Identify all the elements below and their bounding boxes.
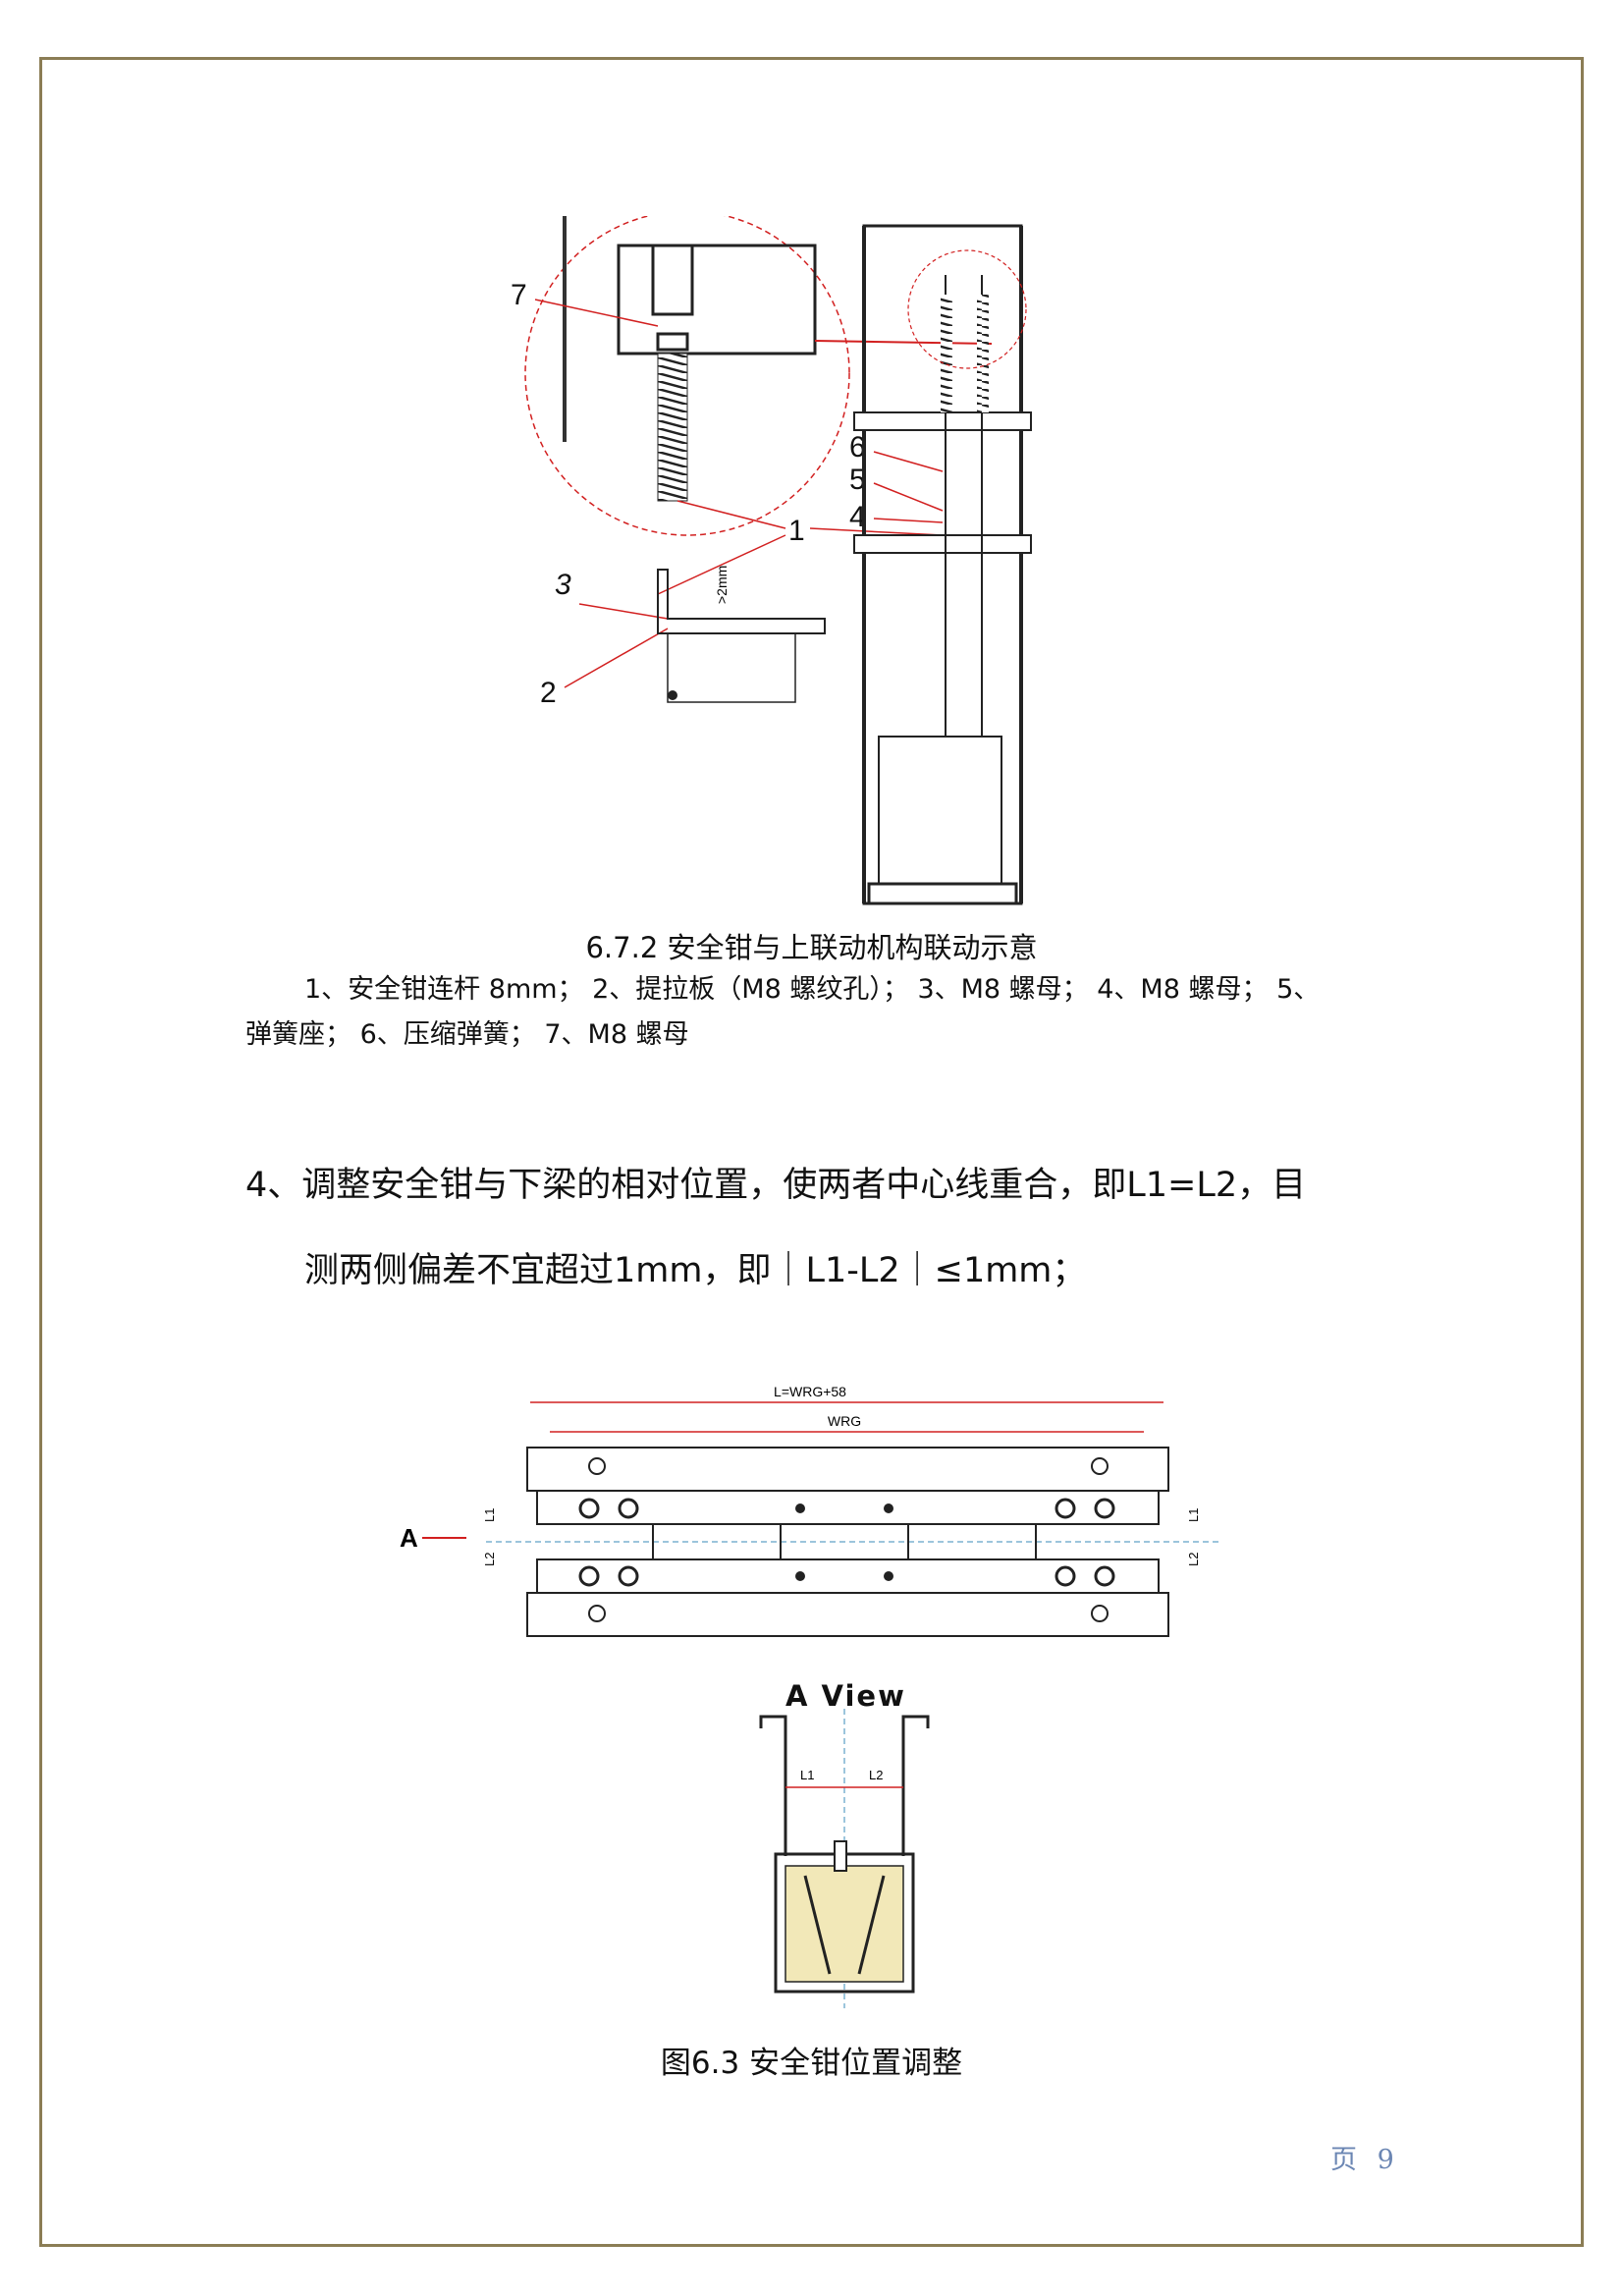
a-view-l2-label: L2 <box>869 1768 883 1782</box>
a-view-title: A View <box>785 1679 906 1713</box>
figure-1-caption: 6.7.2 安全钳与上联动机构联动示意 <box>585 931 1038 964</box>
l2-right-label: L2 <box>1186 1553 1201 1566</box>
figure-1-legend: 1、安全钳连杆 8mm； 2、提拉板（M8 螺纹孔）； 3、M8 螺母； 4、M… <box>245 967 1394 1058</box>
a-view-drawing: L1 L2 <box>759 1709 930 2008</box>
legend-line-2: 弹簧座； 6、压缩弹簧； 7、M8 螺母 <box>245 1019 689 1050</box>
page-number: 页 9 <box>1330 2145 1400 2175</box>
callout-4: 4 <box>849 501 866 533</box>
arrow-label-a: A <box>400 1523 418 1553</box>
callout-1: 1 <box>788 515 805 547</box>
car-frame-column <box>853 224 1032 905</box>
step-4-line-1: 4、调整安全钳与下梁的相对位置，使两者中心线重合，即L1=L2，目 <box>245 1166 1307 1205</box>
dim-top-label: L=WRG+58 <box>774 1384 846 1399</box>
figure-6-3-caption: 图6.3 安全钳位置调整 <box>660 2046 963 2081</box>
lower-beam-alignment-drawing: L=WRG+58 WRG A L1 L2 L1 L2 <box>400 1384 1222 1637</box>
callout-7: 7 <box>511 279 527 311</box>
l1-left-label: L1 <box>482 1508 497 1522</box>
dim-label-2mm: >2mm <box>714 566 730 604</box>
callout-3: 3 <box>555 569 571 601</box>
step-4-line-2: 测两侧偏差不宜超过1mm，即｜L1-L2｜≤1mm； <box>304 1251 1087 1290</box>
dim-inner-label: WRG <box>828 1413 861 1429</box>
detail-circle <box>524 216 850 536</box>
callout-2: 2 <box>540 677 557 709</box>
legend-line-1: 1、安全钳连杆 8mm； 2、提拉板（M8 螺纹孔）； 3、M8 螺母； 4、M… <box>304 974 1321 1005</box>
l2-left-label: L2 <box>482 1553 497 1566</box>
column-detail-circle <box>907 249 1027 369</box>
safety-gear-linkage-drawing: 7 6 5 4 1 3 2 >2mm <box>511 216 1032 905</box>
a-view-l1-label: L1 <box>800 1768 814 1782</box>
spring-detail <box>657 353 688 502</box>
page-border <box>39 57 1584 2247</box>
callout-6: 6 <box>849 431 866 464</box>
callout-5: 5 <box>849 464 866 496</box>
l1-right-label: L1 <box>1186 1508 1201 1522</box>
